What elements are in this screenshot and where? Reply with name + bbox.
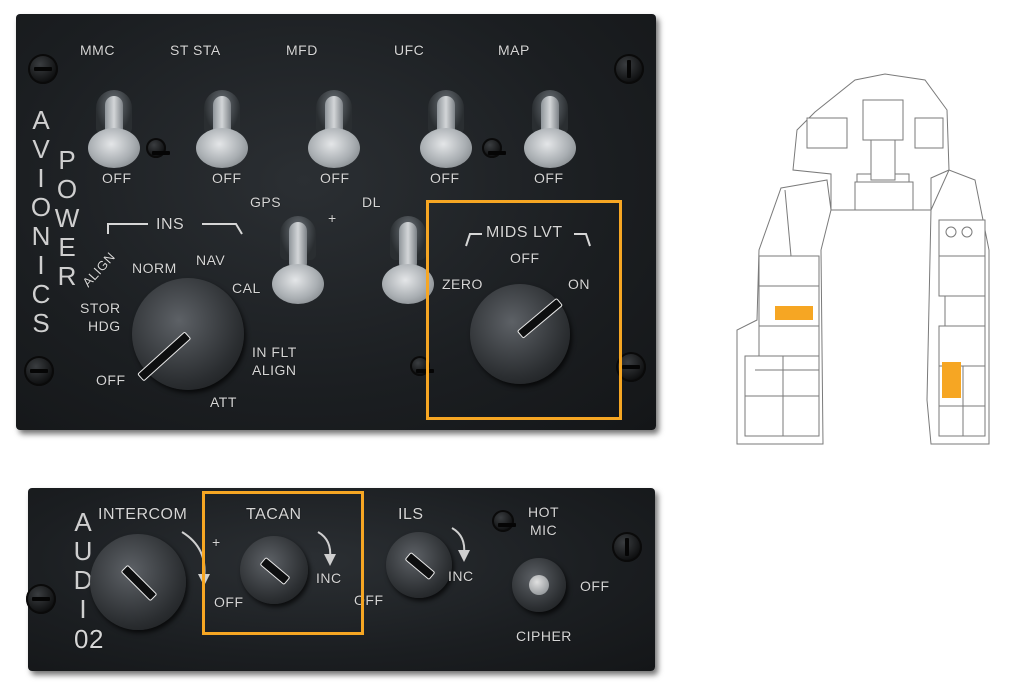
plus-label: + — [328, 210, 337, 226]
gps-toggle-switch[interactable] — [270, 216, 326, 306]
audio-title: A U D I — [70, 508, 96, 624]
ufc-off-label: OFF — [430, 170, 460, 186]
st-sta-label: ST STA — [170, 42, 221, 58]
avionics-power-panel: A V I O N I C S P O W E R MMC ST STA MFD… — [16, 14, 656, 430]
title-letter: O — [56, 174, 78, 204]
mids-lvt-highlight — [426, 200, 622, 420]
arrow-icon — [451, 527, 470, 562]
screw-icon — [410, 356, 434, 376]
ins-mode-knob[interactable] — [132, 278, 244, 390]
tacan-highlight — [202, 491, 364, 635]
avionics-title-left: A V I O N I C S — [28, 106, 54, 338]
title-letter: V — [32, 134, 50, 164]
title-letter: S — [32, 308, 50, 338]
screw-icon — [492, 510, 516, 532]
ins-nav-label: NAV — [196, 252, 226, 268]
st-sta-off-label: OFF — [212, 170, 242, 186]
title-letter: I — [79, 594, 87, 624]
ins-bracket — [107, 223, 243, 235]
mids-off-label: OFF — [510, 250, 540, 266]
mids-bracket — [465, 233, 591, 247]
ins-align2-label: ALIGN — [252, 362, 297, 378]
title-letter: A — [32, 105, 50, 135]
screw-icon — [24, 356, 54, 386]
tacan-inc-label: INC — [316, 570, 342, 586]
tacan-volume-knob[interactable] — [240, 536, 308, 604]
ufc-label: UFC — [394, 42, 425, 58]
ins-hdg-label: HDG — [88, 318, 121, 334]
map-off-label: OFF — [534, 170, 564, 186]
screw-icon — [614, 54, 644, 84]
screw-icon — [146, 138, 170, 158]
mids-zero-label: ZERO — [442, 276, 483, 292]
cockpit-location-marker — [775, 306, 813, 320]
title-letter: R — [57, 261, 77, 291]
hot-mic-label-line2: MIC — [530, 522, 558, 538]
title-letter: P — [58, 145, 76, 175]
ils-volume-knob[interactable] — [386, 532, 452, 598]
ils-label: ILS — [398, 506, 424, 523]
intercom-label: INTERCOM — [98, 506, 188, 523]
ins-off-label: OFF — [96, 372, 126, 388]
ins-norm-label: NORM — [132, 260, 177, 276]
mfd-off-label: OFF — [320, 170, 350, 186]
screw-icon — [612, 532, 642, 562]
dl-label: DL — [362, 194, 381, 210]
ins-align-label: ALIGN — [79, 249, 119, 290]
title-letter: I — [37, 163, 45, 193]
title-letter: U — [73, 536, 93, 566]
ins-cal-label: CAL — [232, 280, 261, 296]
mids-lvt-label: MIDS LVT — [486, 224, 563, 241]
tacan-off-label: OFF — [214, 594, 244, 610]
ils-inc-label: INC — [448, 568, 474, 584]
tacan-plus-label: + — [212, 534, 221, 550]
ufc-toggle-switch[interactable] — [418, 90, 474, 180]
ins-att-label: ATT — [210, 394, 237, 410]
screw-icon — [482, 138, 506, 158]
audio-title-suffix: 02 — [74, 624, 104, 654]
audio-2-panel: A U D I 02 INTERCOM TACAN + OFF INC ILS … — [26, 488, 655, 671]
mids-on-label: ON — [568, 276, 590, 292]
hot-mic-label-line1: HOT — [528, 504, 560, 520]
title-letter: A — [74, 507, 92, 537]
mfd-toggle-switch[interactable] — [306, 90, 362, 180]
cipher-off-label: OFF — [580, 578, 610, 594]
mfd-label: MFD — [286, 42, 318, 58]
cipher-switch[interactable] — [512, 558, 566, 612]
mmc-off-label: OFF — [102, 170, 132, 186]
title-letter: O — [30, 192, 52, 222]
ins-label: INS — [156, 216, 185, 233]
mmc-toggle-switch[interactable] — [86, 90, 142, 180]
mmc-label: MMC — [80, 42, 115, 58]
gps-label: GPS — [250, 194, 282, 210]
st-sta-toggle-switch[interactable] — [194, 90, 250, 180]
screw-icon — [28, 54, 58, 84]
tacan-label: TACAN — [246, 506, 302, 523]
cockpit-diagram-icon — [736, 73, 990, 445]
avionics-title-right: P O W E R — [54, 146, 80, 291]
map-toggle-switch[interactable] — [522, 90, 578, 180]
cockpit-location-marker — [942, 362, 961, 398]
ins-inflt-label: IN FLT — [252, 344, 297, 360]
arrow-icon — [317, 531, 336, 566]
title-letter: D — [73, 565, 93, 595]
title-letter: C — [31, 279, 51, 309]
ins-stor-label: STOR — [80, 300, 121, 316]
title-letter: N — [31, 221, 51, 251]
intercom-volume-knob[interactable] — [90, 534, 186, 630]
cipher-label: CIPHER — [516, 628, 572, 644]
dl-toggle-switch[interactable] — [380, 216, 436, 306]
title-letter: E — [58, 232, 76, 262]
title-letter: W — [54, 203, 80, 233]
title-letter: I — [37, 250, 45, 280]
mids-lvt-knob[interactable] — [470, 284, 570, 384]
map-label: MAP — [498, 42, 530, 58]
screw-icon — [26, 584, 56, 614]
